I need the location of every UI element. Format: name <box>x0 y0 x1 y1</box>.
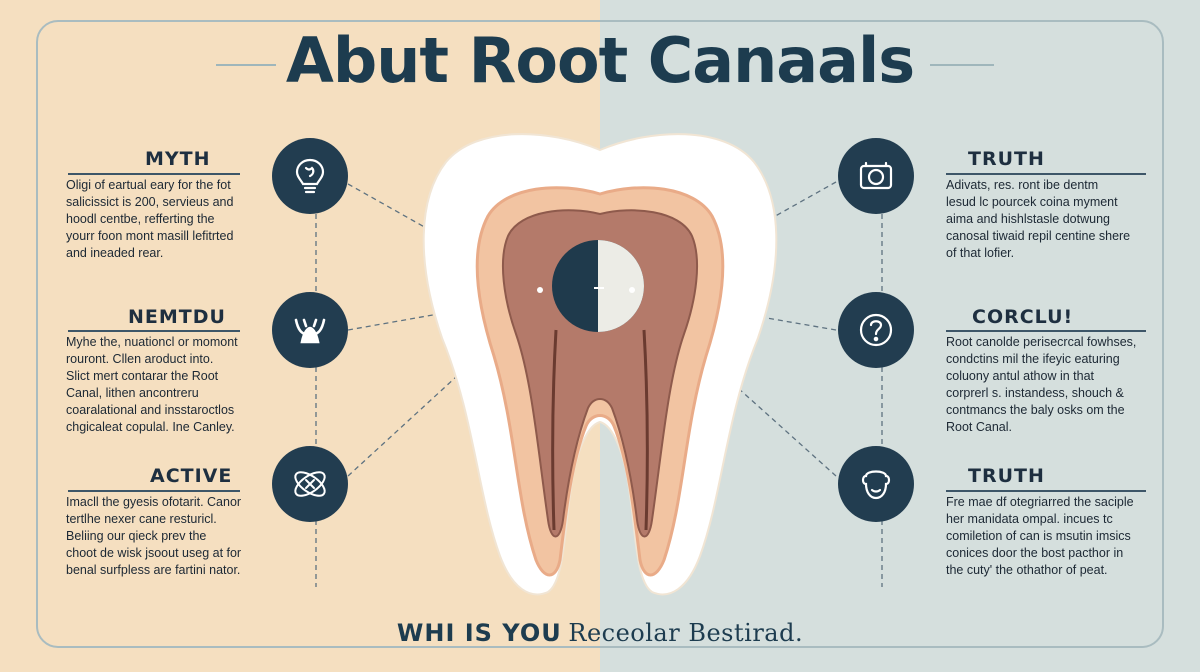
footer-part-1: WHI IS YOU <box>396 619 562 647</box>
lens-half <box>598 240 644 332</box>
text-line: condctins mil the ifeyic eaturing <box>946 352 1120 366</box>
text-line: aima and hishlstasle dotwung <box>946 212 1110 226</box>
text-line: benal surfpless are fartini nator. <box>66 563 241 577</box>
root-canal-left <box>551 329 558 531</box>
left-heading-1: MYTH <box>145 148 211 170</box>
text-line: Adivats, res. ront ibe dentm <box>946 178 1099 192</box>
right-text-1: Adivats, res. ront ibe dentm lesud lc po… <box>946 177 1161 262</box>
camera-icon <box>838 138 914 214</box>
text-line: Fre mae df otegriarred the saciple <box>946 495 1134 509</box>
text-line: Slict mert contarar the Root <box>66 369 219 383</box>
title-rule-right <box>930 64 994 66</box>
left-text-3: Imacll the gyesis ofotarit. Canor tertlh… <box>66 494 281 579</box>
text-line: canosal tiwaid repil centine shere <box>946 229 1131 243</box>
text-line: rouront. Cllen aroduct into. <box>66 352 214 366</box>
text-line: and ineaded rear. <box>66 246 164 260</box>
text-line: Imacll the gyesis ofotarit. Canor <box>66 495 242 509</box>
text-line: her manidata ompal. incues tc <box>946 512 1113 526</box>
text-line: coluony antul athow in that <box>946 369 1095 383</box>
text-line: contmancs the baly osks om the <box>946 403 1125 417</box>
left-heading-2-rule <box>68 330 240 332</box>
atom-icon <box>272 446 348 522</box>
text-line: corprerl s. instandess, shouch & <box>946 386 1124 400</box>
right-heading-3-rule <box>946 490 1146 492</box>
text-line: chgicaleat copulal. Ine Canley. <box>66 420 235 434</box>
footer-tagline: WHI IS YOU Receolar Bestirad. <box>0 619 1200 648</box>
right-text-3: Fre mae df otegriarred the saciple her m… <box>946 494 1161 579</box>
text-line: yourr foon mont masill lefitrted <box>66 229 234 243</box>
question-icon <box>838 292 914 368</box>
text-line: Oligi of eartual eary for the fot <box>66 178 231 192</box>
right-heading-1-rule <box>946 173 1146 175</box>
text-line: choot de wisk jsoout useg at for <box>66 546 242 560</box>
right-heading-2-rule <box>946 330 1146 332</box>
text-line: Root canolde perisecrcal fowhses, <box>946 335 1137 349</box>
text-line: comiletion of can is msutin imsics <box>946 529 1131 543</box>
tooth-icon <box>272 292 348 368</box>
text-line: Myhe the, nuationcl or momont <box>66 335 238 349</box>
marker-dot <box>537 287 543 293</box>
title-rule-left <box>216 64 276 66</box>
lightbulb-icon <box>272 138 348 214</box>
text-line: coaralational and insstaroctlos <box>66 403 235 417</box>
left-heading-2: NEMTDU <box>128 306 226 328</box>
root-canal-right <box>642 329 649 531</box>
footer-part-2: Receolar Bestirad. <box>568 619 804 647</box>
text-line: Beliing our qieck prev the <box>66 529 207 543</box>
left-text-2: Myhe the, nuationcl or momont rouront. C… <box>66 334 281 436</box>
face-icon <box>838 446 914 522</box>
text-line: Root Canal. <box>946 420 1013 434</box>
text-line: conices door the bost pacthor in <box>946 546 1124 560</box>
text-line: Canal, lithen ancontreru <box>66 386 199 400</box>
left-heading-3: ACTIVE <box>150 465 233 487</box>
left-heading-3-rule <box>68 490 240 492</box>
right-text-2: Root canolde perisecrcal fowhses, condct… <box>946 334 1161 436</box>
left-heading-1-rule <box>68 173 240 175</box>
marker-dot <box>629 287 635 293</box>
right-heading-3: TRUTH <box>968 465 1045 487</box>
text-line: tertlhe nexer cane resturicl. <box>66 512 217 526</box>
left-text-1: Oligi of eartual eary for the fot salici… <box>66 177 281 262</box>
page-title: Abut Root Canaals <box>285 24 915 97</box>
text-line: lesud lc pourcek coina myment <box>946 195 1118 209</box>
outer-frame <box>36 20 1164 648</box>
text-line: hoodl centbe, refferting the <box>66 212 215 226</box>
right-heading-1: TRUTH <box>968 148 1045 170</box>
right-heading-2: CORCLU! <box>972 306 1074 328</box>
text-line: of that lofier. <box>946 246 1015 260</box>
text-line: salicissict is 200, servieus and <box>66 195 234 209</box>
text-line: the cuty' the othathor of peat. <box>946 563 1108 577</box>
